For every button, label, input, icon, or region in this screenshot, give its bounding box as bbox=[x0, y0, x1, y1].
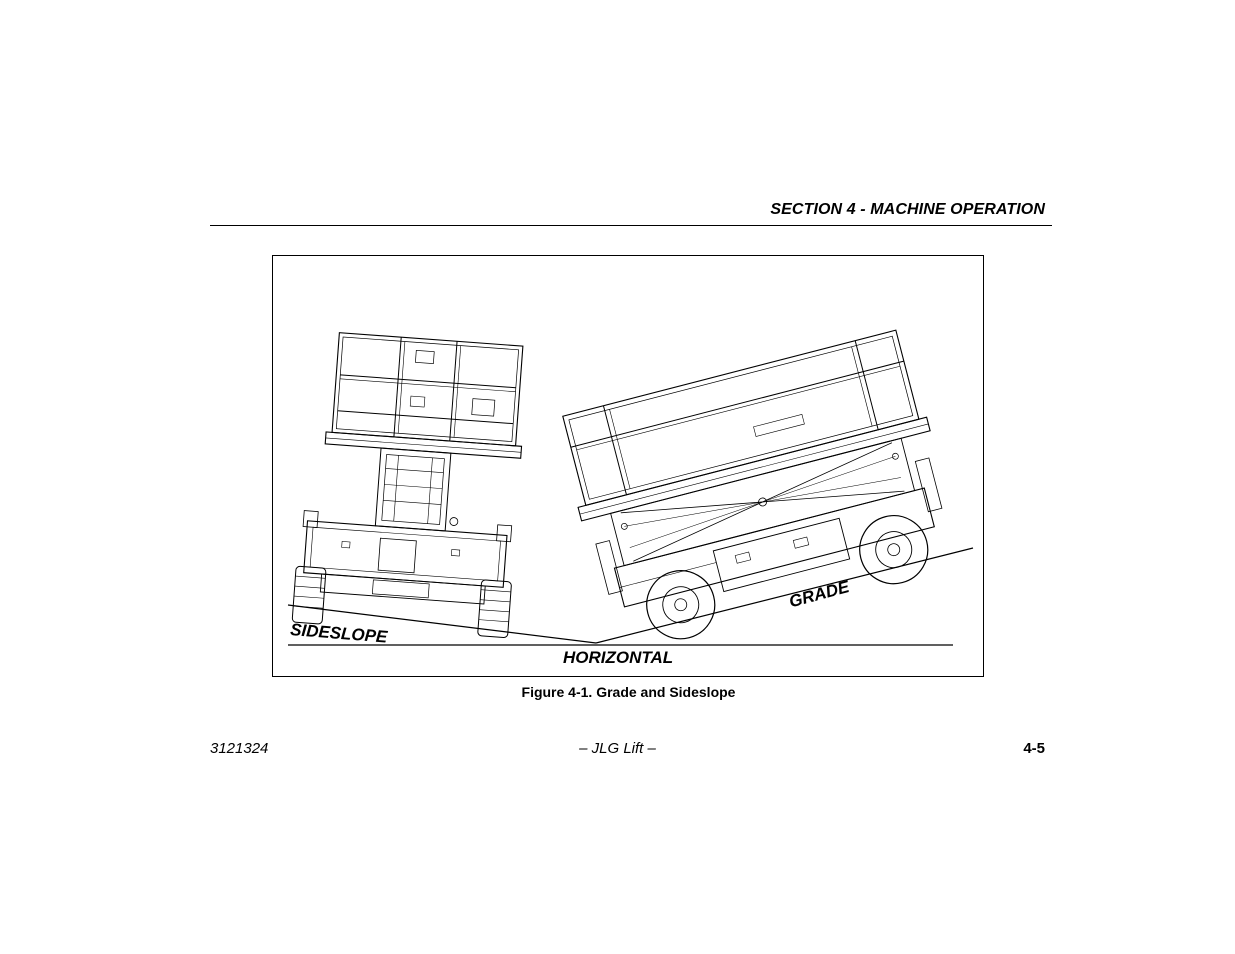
sideslope-line bbox=[287, 604, 597, 644]
section-header: SECTION 4 - MACHINE OPERATION bbox=[770, 201, 1045, 218]
page-number: 4-5 bbox=[1023, 740, 1045, 757]
figure-caption: Figure 4-1. Grade and Sideslope bbox=[521, 684, 736, 700]
side-view-scissor-lift bbox=[562, 329, 943, 640]
grade-sideslope-illustration bbox=[287, 329, 974, 646]
header-rule bbox=[210, 225, 1052, 226]
front-view-scissor-lift bbox=[291, 332, 524, 639]
front-wheel bbox=[859, 515, 929, 585]
footer-title: – JLG Lift – bbox=[579, 740, 656, 757]
doc-number: 3121324 bbox=[210, 740, 269, 757]
figure-frame: SIDESLOPE GRADE HORIZONTAL bbox=[272, 255, 984, 677]
horizontal-label: HORIZONTAL bbox=[563, 648, 674, 667]
rear-wheel bbox=[646, 570, 716, 640]
grade-line bbox=[595, 547, 974, 644]
